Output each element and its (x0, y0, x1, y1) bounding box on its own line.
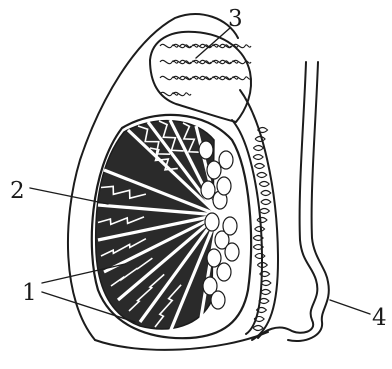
label-4: 4 (372, 305, 387, 331)
rete-cell (223, 217, 237, 235)
rete-cell (217, 263, 231, 281)
ductus-deferens-inner (288, 62, 329, 341)
epididymis-coil (255, 227, 265, 232)
rete-cell (199, 141, 213, 159)
epididymis-coil (253, 155, 263, 160)
epididymis-coil (261, 200, 271, 205)
rete-cell (211, 291, 225, 309)
rete-cell (217, 177, 231, 195)
epididymis-coil (259, 209, 269, 214)
rete-cell (219, 151, 233, 169)
epididymis-coil (253, 146, 263, 151)
rete-cell (225, 243, 239, 261)
epididymis-coil (259, 182, 269, 187)
epididymis-coil (255, 137, 265, 142)
rete-cell (201, 181, 215, 199)
epididymis-coil (255, 254, 265, 259)
pointer-line-4 (330, 300, 370, 314)
rete-cell (207, 249, 221, 267)
outer-envelope-base (95, 332, 268, 350)
epididymis-coil (254, 164, 264, 169)
label-1: 1 (22, 280, 37, 306)
epididymis-coil (257, 218, 267, 223)
efferent-ductules (160, 44, 251, 95)
epididymis-coil (253, 326, 263, 331)
epididymis-coil (257, 173, 267, 178)
label-3: 3 (228, 6, 243, 32)
label-2: 2 (10, 178, 25, 204)
epididymis-coil (261, 191, 271, 196)
rete-cell (205, 213, 219, 231)
epididymis-coil (261, 290, 271, 295)
rete-cell (207, 161, 221, 179)
